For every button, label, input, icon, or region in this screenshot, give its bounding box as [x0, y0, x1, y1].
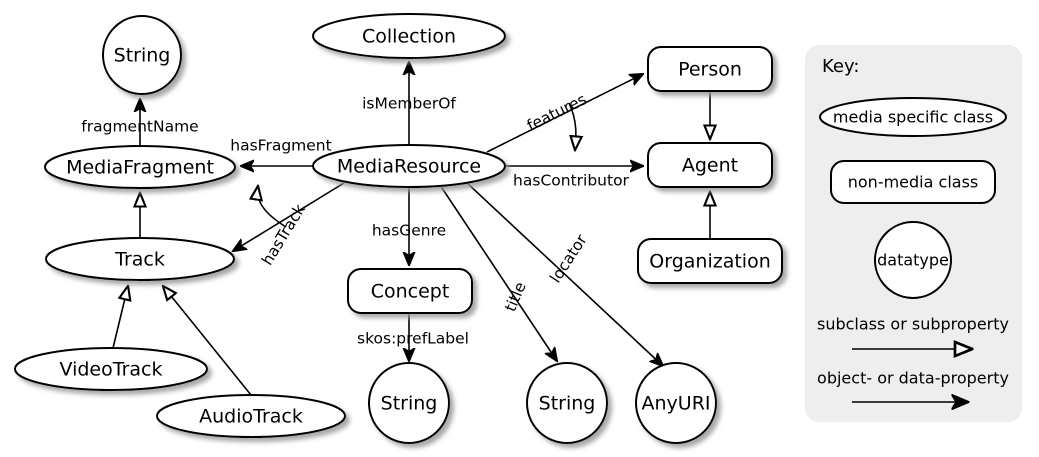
- legend-item-media-specific-class: media specific class: [819, 97, 1007, 137]
- node-track[interactable]: Track: [45, 237, 235, 281]
- legend-label-non-media-class: non-media class: [848, 173, 978, 192]
- node-agent[interactable]: Agent: [647, 142, 773, 188]
- node-anyuri[interactable]: AnyURI: [635, 362, 717, 444]
- node-mediafragment[interactable]: MediaFragment: [44, 145, 236, 189]
- node-string-top[interactable]: String: [102, 15, 182, 95]
- edge-hasTrack-subproperty-hasFragment: [258, 186, 287, 228]
- node-string-title[interactable]: String: [526, 362, 608, 444]
- node-label-string-genre: String: [381, 393, 438, 415]
- node-collection[interactable]: Collection: [312, 13, 506, 59]
- edge-hasTrack: [233, 182, 345, 251]
- node-label-anyuri: AnyURI: [642, 393, 711, 415]
- edge-audiotrack-subclass-track: [163, 286, 252, 396]
- node-label-agent: Agent: [682, 155, 738, 177]
- node-person[interactable]: Person: [647, 46, 773, 92]
- node-label-collection: Collection: [362, 26, 456, 48]
- legend-label-datatype: datatype: [877, 251, 949, 270]
- node-concept[interactable]: Concept: [347, 268, 473, 314]
- edge-title: [439, 184, 557, 361]
- edge-label-hasFragment: hasFragment: [230, 137, 331, 155]
- node-organization[interactable]: Organization: [637, 238, 783, 284]
- node-label-videotrack: VideoTrack: [60, 359, 163, 381]
- node-label-audiotrack: AudioTrack: [199, 406, 303, 428]
- edges-layer: [112, 62, 710, 396]
- edge-label-fragmentName: fragmentName: [81, 118, 198, 136]
- node-audiotrack[interactable]: AudioTrack: [156, 394, 346, 438]
- node-label-string-title: String: [539, 393, 596, 415]
- edge-label-features: features: [524, 90, 589, 135]
- edge-label-skosPrefLabel: skos:prefLabel: [357, 330, 469, 348]
- node-string-genre[interactable]: String: [368, 362, 450, 444]
- edge-videotrack-subclass-track: [112, 286, 128, 349]
- edge-label-hasContributor: hasContributor: [513, 172, 630, 190]
- legend-label-property: object- or data-property: [817, 369, 1009, 388]
- legend-title: Key:: [822, 56, 859, 77]
- edge-locator: [465, 181, 663, 366]
- node-mediaresource[interactable]: MediaResource: [312, 144, 506, 188]
- edge-features: [486, 74, 643, 153]
- legend-key-property: object- or data-property: [817, 369, 1009, 403]
- node-videotrack[interactable]: VideoTrack: [14, 347, 208, 391]
- legend-label-subclass: subclass or subproperty: [817, 315, 1009, 334]
- legend-key-subclass: subclass or subproperty: [817, 315, 1009, 350]
- node-label-string-top: String: [114, 45, 171, 67]
- legend-panel: Key: media specific class non-media clas…: [805, 45, 1022, 422]
- legend-item-non-media-class: non-media class: [830, 160, 996, 204]
- edge-label-isMemberOf: isMemberOf: [362, 95, 456, 113]
- legend-label-media-specific-class: media specific class: [833, 108, 993, 127]
- node-label-track: Track: [114, 249, 165, 271]
- nodes-layer: String Collection Person MediaFragment M…: [14, 13, 783, 444]
- edge-label-hasGenre: hasGenre: [372, 222, 446, 240]
- node-label-concept: Concept: [371, 281, 450, 303]
- node-label-organization: Organization: [649, 251, 770, 273]
- edge-features-subproperty-hasContributor: [568, 102, 576, 150]
- legend-item-datatype: datatype: [874, 221, 952, 299]
- node-label-mediaresource: MediaResource: [337, 156, 481, 178]
- node-label-person: Person: [678, 59, 742, 81]
- node-label-mediafragment: MediaFragment: [66, 157, 214, 179]
